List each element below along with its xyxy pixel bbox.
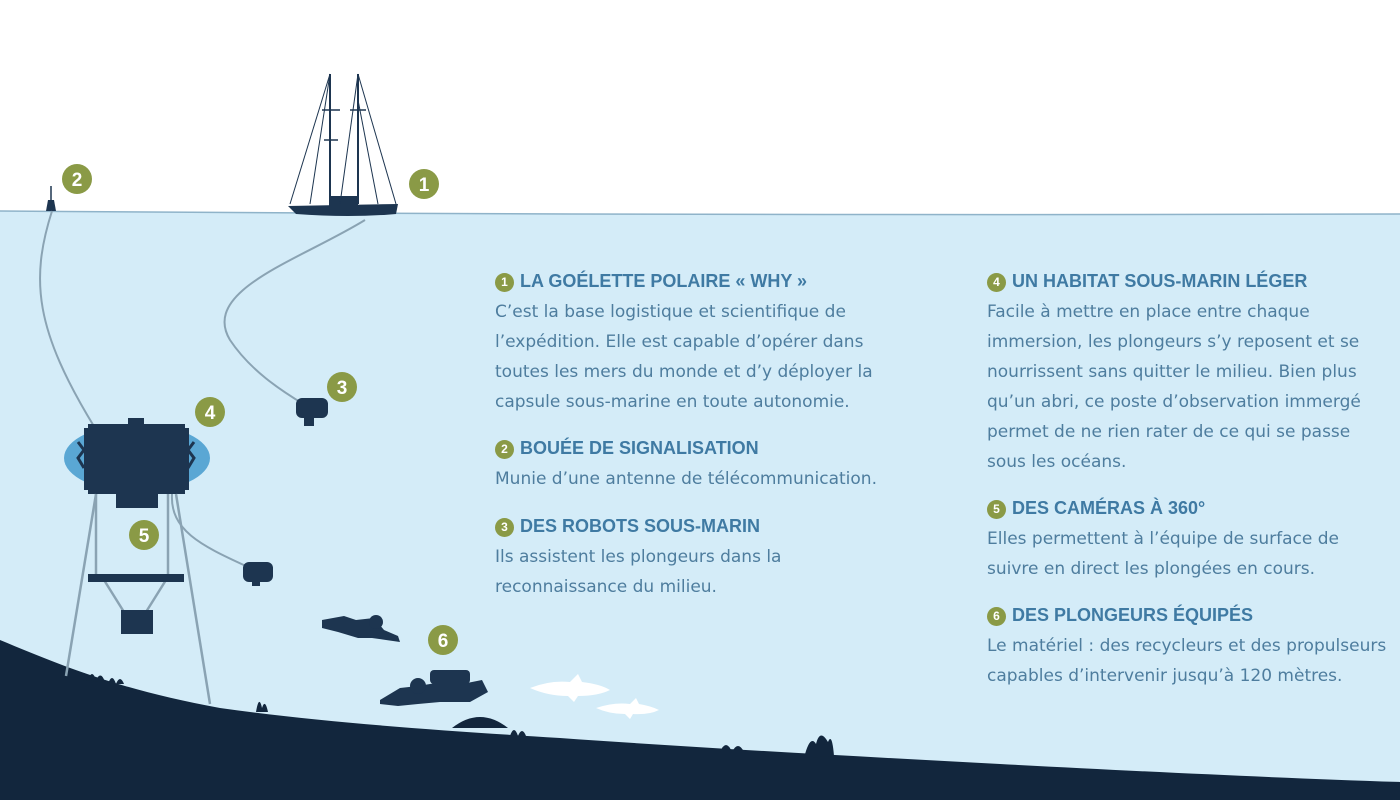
legend-description-4: Facile à mettre en place entre chaque im… <box>987 302 1361 472</box>
legend-title-text-3: DES ROBOTS SOUS-MARIN <box>520 516 761 536</box>
legend-item-3: 3 DES ROBOTS SOUS-MARIN Ils assistent les… <box>495 515 895 602</box>
marker-6: 6 <box>428 625 458 655</box>
tower-platform <box>88 574 184 582</box>
tower-weight <box>121 610 153 634</box>
legend-item-4: 4 UN HABITAT SOUS-MARIN LÉGER Facile à me… <box>987 270 1387 477</box>
legend-title-6: 6 DES PLONGEURS ÉQUIPÉS <box>987 604 1387 626</box>
legend-title-text-4: UN HABITAT SOUS-MARIN LÉGER <box>1012 271 1308 291</box>
seabed <box>0 640 1400 800</box>
legend-title-2: 2 BOUÉE DE SIGNALISATION <box>495 437 895 459</box>
legend-description-1: C’est la base logistique et scientifique… <box>495 302 873 412</box>
marker-4: 4 <box>195 397 225 427</box>
robot-icon <box>296 398 328 426</box>
legend-description-3: Ils assistent les plongeurs dans la reco… <box>495 547 782 597</box>
legend-item-6: 6 DES PLONGEURS ÉQUIPÉS Le matériel : des… <box>987 604 1387 691</box>
legend-description-5: Elles permettent à l’équipe de surface d… <box>987 529 1339 579</box>
marker-5: 5 <box>129 520 159 550</box>
legend-item-2: 2 BOUÉE DE SIGNALISATION Munie d’une ante… <box>495 437 895 494</box>
legend-number-2: 2 <box>495 440 514 459</box>
legend-number-3: 3 <box>495 518 514 537</box>
marker-2-number: 2 <box>72 170 83 191</box>
legend-description-6: Le matériel : des recycleurs et des prop… <box>987 636 1387 686</box>
habitat-icon <box>64 418 210 508</box>
robot-tether <box>223 219 366 406</box>
legend-title-1: 1 LA GOÉLETTE POLAIRE « WHY » <box>495 270 895 292</box>
marker-2: 2 <box>62 164 92 194</box>
legend-number-1: 1 <box>495 273 514 292</box>
marker-1-number: 1 <box>419 175 430 196</box>
marker-3-number: 3 <box>337 378 348 399</box>
legend-number-6: 6 <box>987 607 1006 626</box>
legend-title-5: 5 DES CAMÉRAS À 360° <box>987 497 1387 519</box>
camera-icon <box>243 562 273 586</box>
marker-3: 3 <box>327 372 357 402</box>
marker-1: 1 <box>409 169 439 199</box>
legend-title-text-6: DES PLONGEURS ÉQUIPÉS <box>1012 605 1254 625</box>
marker-6-number: 6 <box>438 631 449 652</box>
buoy-line <box>39 210 96 429</box>
seaweed-icon <box>80 673 834 758</box>
legend-title-text-1: LA GOÉLETTE POLAIRE « WHY » <box>520 271 808 291</box>
legend-title-3: 3 DES ROBOTS SOUS-MARIN <box>495 515 895 537</box>
water <box>0 211 1400 800</box>
diver-icon <box>322 615 488 706</box>
legend-title-text-2: BOUÉE DE SIGNALISATION <box>520 438 759 458</box>
legend-number-4: 4 <box>987 273 1006 292</box>
legend-description-2: Munie d’une antenne de télécommunication… <box>495 469 877 489</box>
legend-item-5: 5 DES CAMÉRAS À 360° Elles permettent à l… <box>987 497 1387 584</box>
legend-number-5: 5 <box>987 500 1006 519</box>
boat-icon <box>288 73 398 216</box>
buoy-icon <box>46 186 56 211</box>
marker-4-number: 4 <box>205 403 216 424</box>
camera-cable <box>170 493 247 567</box>
legend-title-4: 4 UN HABITAT SOUS-MARIN LÉGER <box>987 270 1387 292</box>
legend-item-1: 1 LA GOÉLETTE POLAIRE « WHY » C’est la ba… <box>495 270 895 417</box>
legend-title-text-5: DES CAMÉRAS À 360° <box>1012 498 1206 518</box>
shark-icon <box>530 674 659 719</box>
water-surface-line <box>0 210 1400 216</box>
habitat-tower <box>64 493 212 705</box>
marker-5-number: 5 <box>139 526 150 547</box>
